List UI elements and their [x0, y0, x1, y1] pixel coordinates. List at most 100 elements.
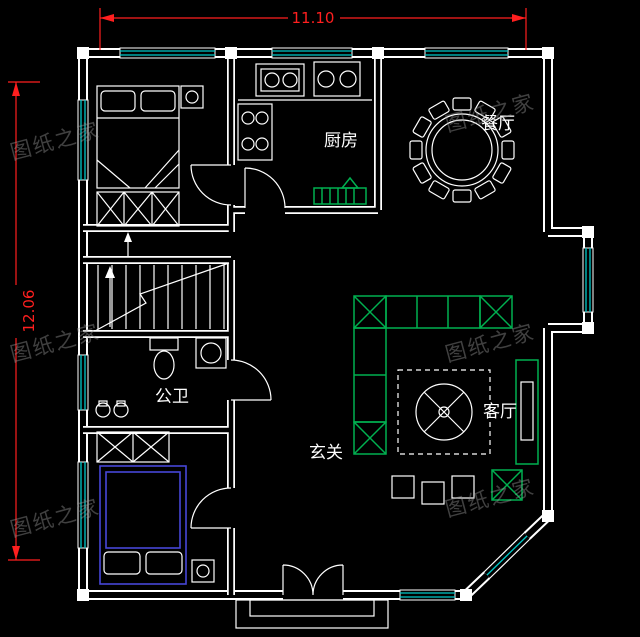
stair-arrow-icon [105, 266, 115, 278]
coffee-table-cross [423, 391, 465, 433]
interior-wall-core [83, 53, 381, 595]
column [582, 322, 594, 334]
staircase [94, 232, 230, 332]
faucet-icon [98, 400, 108, 407]
dimension-arrow-icon [100, 14, 114, 22]
window-frame [119, 47, 216, 59]
dining-chair [492, 116, 512, 138]
burner [317, 70, 335, 88]
stove [313, 61, 361, 97]
tv-cabinet [515, 359, 539, 465]
window-frame [77, 461, 89, 549]
porch-step-outer [235, 599, 389, 629]
window-frame [77, 99, 89, 181]
bed1-pillow [100, 90, 136, 112]
window-glass [425, 50, 508, 56]
stool [391, 475, 415, 499]
wardrobe2-hatch [96, 431, 170, 463]
bed1-blanket-lines [96, 117, 180, 189]
corner-bay-glass [486, 535, 528, 576]
bedroom2-door [190, 487, 232, 529]
dimension-arrow-icon [512, 14, 526, 22]
side-table-hatch [479, 295, 513, 329]
side-table [353, 421, 387, 455]
porch-step-inner [249, 599, 375, 617]
corner-bay-frame [483, 532, 531, 579]
stair-entry-arrow-icon [124, 232, 132, 242]
coffee-table [415, 383, 473, 441]
washing-machine-drum [200, 342, 222, 364]
window-frame [271, 47, 353, 59]
faucet-icon [116, 400, 126, 407]
wardrobe1 [96, 191, 180, 227]
watermark: 图纸之家 [443, 475, 538, 522]
column [582, 226, 594, 238]
column [372, 47, 384, 59]
column [77, 589, 89, 601]
toilet-tank [149, 337, 179, 351]
side-table-hatch [353, 295, 387, 329]
burner [241, 137, 255, 151]
side-table [491, 469, 523, 501]
dining-chair [428, 180, 450, 200]
window-frame [77, 354, 89, 411]
room-label-living: 客厅 [483, 402, 517, 422]
wardrobe1-hatch [96, 191, 180, 227]
column [542, 510, 554, 522]
dining-chair [474, 180, 496, 200]
dining-chair [428, 100, 450, 120]
toilet-bowl [153, 350, 175, 380]
side-table-hatch [353, 421, 387, 455]
kitchen-door [244, 167, 286, 209]
height-dimension-value: 12.06 [20, 290, 38, 333]
side-table-hatch [491, 469, 523, 501]
nightstand [180, 85, 204, 109]
kitchen-sink-basin [260, 68, 300, 92]
stair-break-line [94, 262, 230, 332]
sofa-top-cushions [416, 296, 449, 328]
dish-rack-slots [321, 188, 355, 204]
window-frame [424, 47, 509, 59]
windows [77, 47, 594, 601]
burner [255, 111, 269, 125]
bay-window-glass [585, 248, 591, 312]
bay-window-frame [582, 247, 594, 313]
dimension-arrow-icon [12, 546, 20, 560]
exterior-walls [78, 48, 593, 600]
entrance-double-door [282, 564, 344, 596]
wash-basin [113, 402, 129, 418]
bedroom1-door [190, 164, 232, 206]
window-glass [80, 100, 86, 180]
stool [451, 475, 475, 499]
bed2-blanket [105, 471, 181, 549]
dining-chair [501, 140, 515, 160]
room-labels: 厨房 餐厅 公卫 玄关 客厅 [155, 114, 517, 463]
bed2 [99, 465, 187, 585]
sofa-top [385, 295, 481, 329]
window-glass [80, 462, 86, 548]
dining-table [425, 113, 499, 187]
kitchen-fixtures [237, 61, 372, 205]
rug [397, 369, 491, 455]
dimension-annotations: 11.10 12.06 [8, 8, 527, 561]
window-glass [120, 50, 215, 56]
burner [255, 137, 269, 151]
dining-chair [474, 100, 496, 120]
window-glass [272, 50, 352, 56]
window-frame [399, 589, 456, 601]
bed2-pillow [103, 551, 141, 575]
burner [339, 70, 357, 88]
column [460, 589, 472, 601]
dish-rack [313, 187, 367, 205]
bathroom-fixtures [95, 337, 227, 418]
bathroom-door [230, 359, 272, 401]
sink-bowl [264, 72, 280, 88]
doors [190, 164, 344, 596]
bed1-pillow [140, 90, 176, 112]
window-glass [80, 355, 86, 410]
burner [241, 111, 255, 125]
dining-table-inner [431, 119, 493, 181]
sink-bowl [282, 72, 298, 88]
dining-chair [409, 140, 423, 160]
bedroom2-furniture [96, 431, 215, 585]
